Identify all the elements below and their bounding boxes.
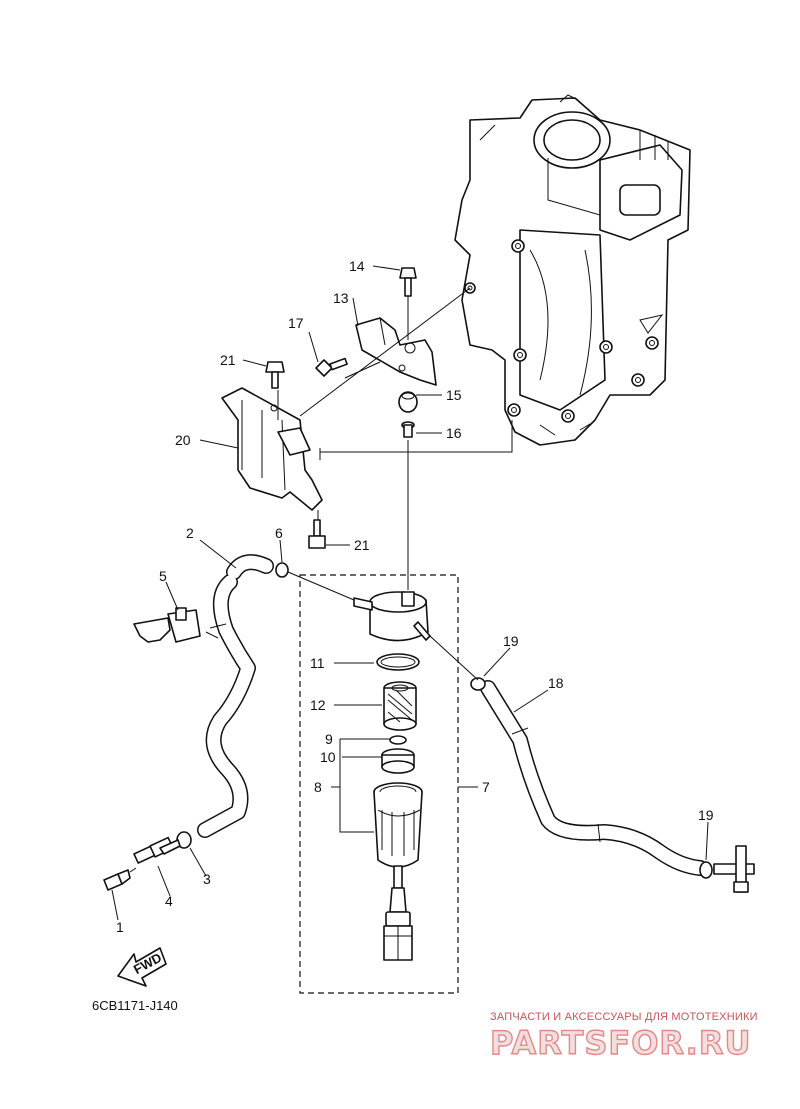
watermark-caption: ЗАПЧАСТИ И АКСЕССУАРЫ ДЛЯ МОТОТЕХНИКИ [490, 1011, 758, 1023]
plug-1 [103, 869, 131, 891]
callout-19-upper: 19 [503, 633, 519, 649]
bolt-21-lower [308, 519, 326, 549]
callout-7: 7 [482, 779, 490, 795]
callout-3: 3 [203, 871, 211, 887]
callout-21-upper: 21 [220, 352, 236, 368]
callout-14: 14 [349, 258, 365, 274]
callout-15: 15 [446, 387, 462, 403]
bracket-13 [355, 317, 437, 386]
reference-code: 6CB1171-J140 [92, 998, 178, 1013]
hose-18 [480, 680, 708, 876]
callout-10: 10 [320, 749, 336, 765]
callout-1: 1 [116, 919, 124, 935]
bolt-21-upper [265, 361, 285, 389]
clip-19-upper [470, 677, 486, 691]
element-12 [383, 681, 417, 731]
callout-17: 17 [288, 315, 304, 331]
cover-20 [221, 387, 323, 511]
callout-19-lower: 19 [698, 807, 714, 823]
callout-2: 2 [186, 525, 194, 541]
float-10 [381, 748, 415, 774]
clamp-5 [133, 607, 201, 643]
callout-16: 16 [446, 425, 462, 441]
clip-9 [389, 735, 407, 745]
t-joint [713, 845, 755, 893]
callout-18: 18 [548, 675, 564, 691]
callout-4: 4 [165, 893, 173, 909]
callout-11: 11 [310, 655, 325, 671]
callout-6: 6 [275, 525, 283, 541]
bolt-14 [399, 267, 417, 297]
fwd-arrow-icon: FWD [117, 947, 167, 987]
filter-cup-8 [373, 782, 423, 961]
clip-19-lower [699, 861, 713, 879]
callout-5: 5 [159, 568, 167, 584]
bolt-17 [315, 357, 348, 377]
callout-8: 8 [314, 779, 322, 795]
joint-4 [133, 836, 181, 864]
leader-lines [111, 265, 709, 921]
collar-16 [401, 421, 415, 438]
clip-6 [275, 562, 289, 578]
callout-21-lower: 21 [354, 537, 370, 553]
filter-head [353, 591, 431, 642]
callout-20: 20 [175, 432, 191, 448]
callout-12: 12 [310, 697, 326, 713]
callout-9: 9 [325, 731, 333, 747]
watermark: ЗАПЧАСТИ И АКСЕССУАРЫ ДЛЯ МОТОТЕХНИКИ PA… [489, 1011, 758, 1063]
callouts: 1 2 3 4 5 6 7 8 9 10 11 12 13 14 15 16 1… [116, 258, 714, 935]
hose-2 [197, 554, 274, 838]
watermark-brand: PARTSFOR.RU [490, 1024, 751, 1062]
filter-assembly-box [299, 574, 459, 994]
callout-13: 13 [333, 290, 349, 306]
o-ring-11 [376, 653, 420, 671]
intake-manifold [454, 94, 691, 446]
grommet-15 [398, 391, 418, 413]
